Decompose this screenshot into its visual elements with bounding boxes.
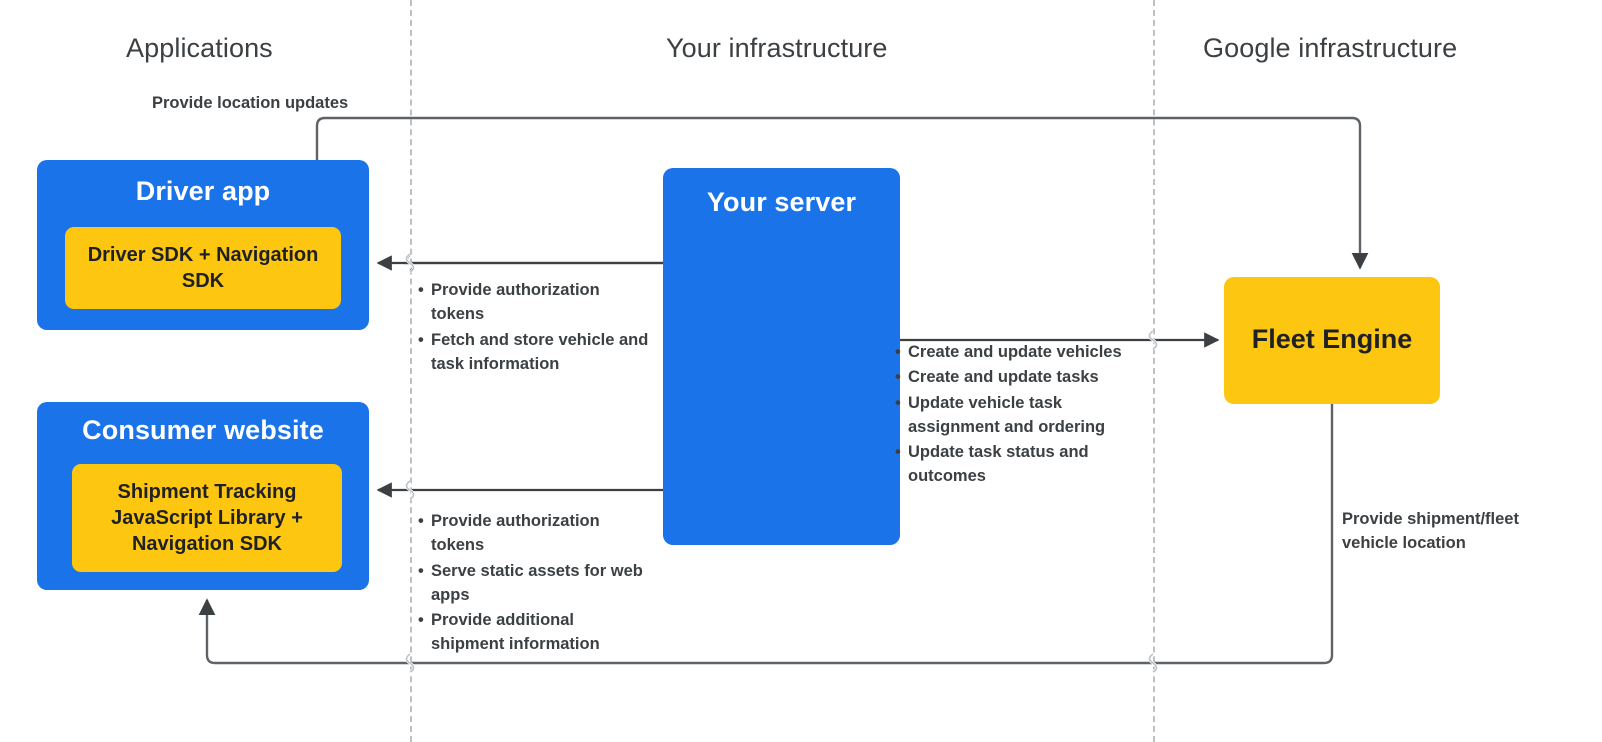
edge-label-consumer-website-server-responsibilities: Provide authorization tokensServe static… [418, 509, 646, 658]
zone-title-your-infrastructure: Your infrastructure [666, 33, 888, 63]
list-item: Create and update vehicles [895, 340, 1155, 365]
bullet-list-server-fleet: Create and update vehiclesCreate and upd… [895, 340, 1155, 489]
edge-server-to-consumer-website [376, 479, 663, 501]
node-fleet-engine[interactable]: Fleet Engine [1224, 277, 1440, 404]
node-driver-app-title: Driver app [135, 176, 271, 206]
node-consumer-website[interactable]: Consumer website Shipment Tracking JavaS… [37, 402, 369, 590]
list-item: Provide authorization tokens [418, 509, 646, 558]
node-your-server-title: Your server [706, 187, 857, 217]
node-shipment-tracking-js-library-navigation-sdk[interactable]: Shipment Tracking JavaScript Library + N… [72, 464, 342, 572]
zone-title-applications: Applications [126, 33, 273, 63]
list-item: Fetch and store vehicle and task informa… [418, 328, 653, 377]
edge-server-to-driver-app [376, 252, 663, 274]
zone-title-google-infrastructure: Google infrastructure [1203, 33, 1458, 63]
list-item: Update vehicle task assignment and order… [895, 391, 1155, 440]
node-consumer-website-title: Consumer website [82, 415, 324, 445]
list-item: Provide additional shipment information [418, 608, 646, 657]
edge-label-driver-app-server-responsibilities: Provide authorization tokensFetch and st… [418, 278, 653, 377]
list-item: Update task status and outcomes [895, 440, 1155, 489]
edge-label-provide-location-updates: Provide location updates [152, 94, 349, 112]
edge-label-server-fleet-engine-responsibilities: Create and update vehiclesCreate and upd… [895, 340, 1155, 490]
node-driver-app[interactable]: Driver app Driver SDK + Navigation SDK [37, 160, 369, 330]
node-fleet-engine-title: Fleet Engine [1251, 324, 1413, 354]
list-item: Serve static assets for web apps [418, 559, 646, 608]
list-item: Create and update tasks [895, 365, 1155, 390]
bullet-list-driver-server: Provide authorization tokensFetch and st… [418, 278, 653, 376]
edge-label-provide-shipment-fleet-vehicle-location: Provide shipment/fleet vehicle location [1342, 510, 1519, 552]
node-driver-sdk-navigation-sdk[interactable]: Driver SDK + Navigation SDK [65, 227, 341, 309]
zone-divider-applications-infrastructure [410, 0, 412, 742]
node-your-server[interactable]: Your server [663, 168, 900, 545]
list-item: Provide authorization tokens [418, 278, 653, 327]
bullet-list-consumer-server: Provide authorization tokensServe static… [418, 509, 646, 657]
